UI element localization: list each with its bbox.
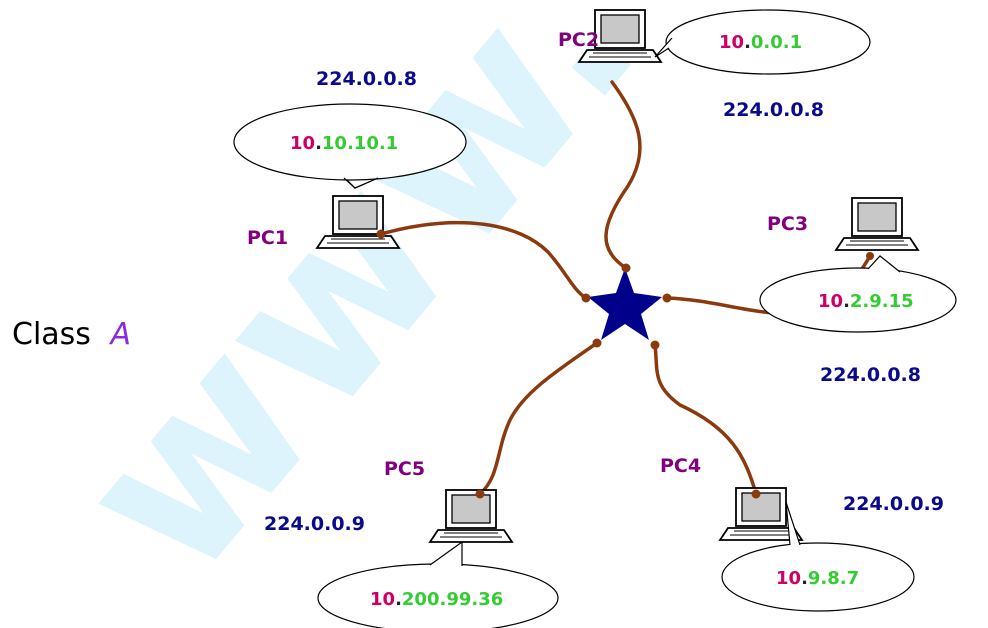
pc4-ip-bubble: 10.9.8.7 — [721, 501, 915, 612]
pc5-ip-bubble: 10.200.99.36 — [317, 540, 559, 628]
pc5-ip: 10.200.99.36 — [370, 589, 503, 610]
star-hub-icon — [588, 268, 662, 340]
pc2-ip-bubble: 10.0.0.1 — [654, 9, 871, 75]
pc2-label: PC2 — [558, 29, 599, 51]
joint-hub-pc1 — [581, 293, 591, 303]
pc1-label: PC1 — [247, 227, 288, 249]
joint-hub-pc4 — [650, 340, 660, 350]
pc2-ip: 10.0.0.1 — [719, 32, 802, 53]
pc5-mask: 224.0.0.9 — [264, 513, 365, 535]
cable-pc1 — [379, 220, 588, 300]
pc4-mask: 224.0.0.9 — [843, 493, 944, 515]
joint-hub-pc5 — [592, 338, 602, 348]
joint-hub-pc3 — [662, 293, 672, 303]
pc4-ip: 10.9.8.7 — [776, 568, 859, 589]
cable-pc2 — [604, 80, 642, 270]
pc3-ip: 10.2.9.15 — [818, 291, 914, 312]
joint-pc1 — [376, 229, 386, 239]
joint-pc3 — [866, 252, 874, 260]
class-label: Class A — [12, 317, 131, 352]
pc3-mask: 224.0.0.8 — [820, 364, 921, 386]
pc3-label: PC3 — [767, 213, 808, 235]
node-pc5: PC5 224.0.0.9 10.200.99.36 — [264, 458, 559, 628]
node-pc3: PC3 10.2.9.15 224.0.0.8 — [759, 197, 957, 386]
pc5-label: PC5 — [384, 458, 425, 480]
node-pc2: PC2 224.0.0.8 10.0.0.1 — [558, 9, 871, 121]
pc2-mask: 224.0.0.8 — [723, 99, 824, 121]
pc1-mask: 224.0.0.8 — [316, 68, 417, 90]
pc3-ip-bubble: 10.2.9.15 — [759, 255, 957, 333]
cable-pc5 — [478, 341, 599, 496]
pc5-laptop-icon — [429, 489, 513, 543]
pc1-ip-bubble: 10.10.10.1 — [233, 103, 467, 189]
node-pc4: PC4 224.0.0.9 10.9.8.7 — [660, 455, 944, 612]
node-pc1: PC1 224.0.0.8 10.10.10.1 — [233, 68, 467, 249]
pc3-laptop-icon — [835, 197, 919, 251]
joint-pc4 — [751, 489, 761, 499]
joint-hub-pc2 — [621, 263, 631, 273]
pc1-ip: 10.10.10.1 — [290, 133, 398, 154]
cable-pc4 — [653, 343, 758, 496]
joint-pc5 — [475, 489, 485, 499]
pc4-label: PC4 — [660, 455, 701, 477]
